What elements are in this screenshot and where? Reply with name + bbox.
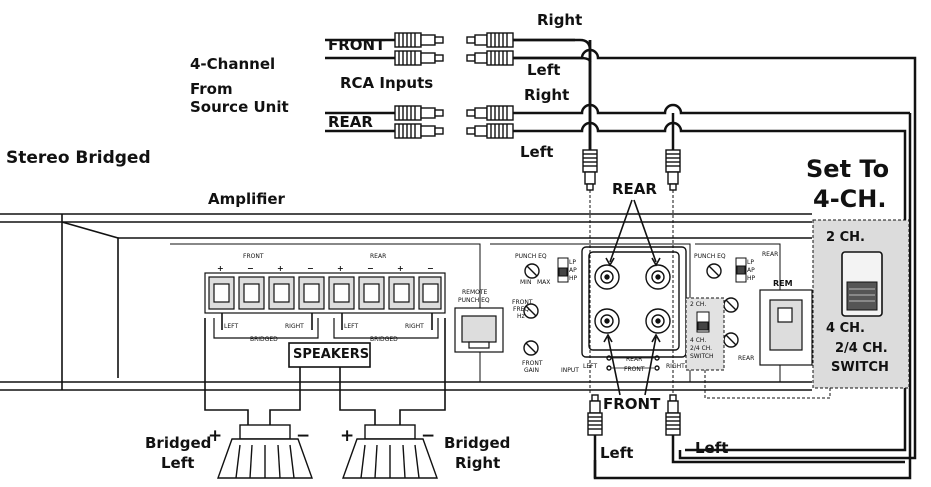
set-to-4ch-label: 4-CH. xyxy=(813,185,887,213)
rear-cable-label: REAR xyxy=(328,113,373,131)
terminal-sign: + xyxy=(337,264,344,273)
bridged-right-line2: Right xyxy=(455,454,501,472)
bridged2-label: BRIDGED xyxy=(370,336,398,343)
terminal-sign: + xyxy=(397,264,404,273)
rear-inputs-label: REAR xyxy=(612,180,657,198)
speaker-left-plus: + xyxy=(208,426,223,446)
speaker-right-minus: − xyxy=(421,426,436,446)
front-left-label: Left xyxy=(527,61,561,79)
rear-arrows xyxy=(603,199,661,396)
mode-label: Stereo Bridged xyxy=(6,148,151,168)
remote-label: REMOTE xyxy=(462,289,488,296)
zoom-24ch-label: 2/4 CH. xyxy=(835,341,888,356)
dashed-guides xyxy=(589,190,831,399)
terminal-sign: + xyxy=(217,264,224,273)
remote-punch-eq-label: PUNCH EQ xyxy=(458,297,490,304)
hp-label-2: HP xyxy=(747,275,756,282)
terminal-sign: − xyxy=(247,264,254,273)
speakers-label: SPEAKERS xyxy=(293,347,370,362)
amplifier-body xyxy=(0,213,812,391)
terminal-sign: − xyxy=(427,264,434,273)
source-from: From xyxy=(190,80,233,98)
input-left-label: LEFT xyxy=(583,363,597,370)
rear-freq-label: REAR xyxy=(762,251,778,258)
small-24ch-label: 2/4 CH. xyxy=(690,345,712,352)
min-label: MIN xyxy=(520,279,531,286)
small-4ch-label: 4 CH. xyxy=(690,337,706,344)
bridged-right-label: RIGHT xyxy=(285,323,304,330)
speaker-terminal-block xyxy=(204,272,446,339)
front-freq-label: FRONT xyxy=(512,299,533,306)
punch-eq-label-2: PUNCH EQ xyxy=(694,253,726,260)
front-inputs-label: FRONT xyxy=(603,395,661,413)
amplifier-label: Amplifier xyxy=(208,190,285,208)
rem-label: REM xyxy=(773,279,793,288)
zoom-switch-label: SWITCH xyxy=(831,360,889,375)
terminal-front-label: FRONT xyxy=(243,253,264,260)
speaker-left-minus: − xyxy=(296,426,311,446)
rear-right-label: Right xyxy=(524,86,570,104)
zoom-2ch-label: 2 CH. xyxy=(826,230,865,245)
hz-label: Hz xyxy=(517,313,525,320)
speaker-right-plus: + xyxy=(340,426,355,446)
front-gain-label: FRONT xyxy=(522,360,543,367)
terminal-rear-label: REAR xyxy=(370,253,386,260)
max-label: MAX xyxy=(537,279,550,286)
zoom-4ch-label: 4 CH. xyxy=(826,321,865,336)
bridged-left2-label: LEFT xyxy=(344,323,358,330)
input-rear-small: REAR xyxy=(626,356,642,363)
hp-label: HP xyxy=(569,275,578,282)
punch-eq-label: PUNCH EQ xyxy=(515,253,547,260)
terminal-sign: + xyxy=(277,264,284,273)
rear-input-plugs xyxy=(582,149,681,436)
set-to-label: Set To xyxy=(806,155,890,183)
bridged-left-label: LEFT xyxy=(224,323,238,330)
ap-label: AP xyxy=(569,267,577,274)
small-switch-label: SWITCH xyxy=(690,353,714,360)
switch-zoom-panel xyxy=(812,219,910,389)
input-right-label: RIGHT xyxy=(666,363,685,370)
bridged-label: BRIDGED xyxy=(250,336,278,343)
rear-gain-label: REAR xyxy=(738,355,754,362)
speaker-wires xyxy=(204,313,446,425)
source-unit: Source Unit xyxy=(190,98,289,116)
front-right-label: Right xyxy=(537,11,583,29)
bridged-right-line1: Bridged xyxy=(444,434,511,452)
lp-label: LP xyxy=(569,259,576,266)
terminal-signs: + − + − + − + − xyxy=(217,264,434,273)
rca-input-panel xyxy=(581,246,687,371)
bottom-left-label-2: Left xyxy=(695,439,729,457)
bottom-left-label: Left xyxy=(600,444,634,462)
terminal-sign: − xyxy=(367,264,374,273)
rear-left-label: Left xyxy=(520,143,554,161)
speaker-right xyxy=(342,424,438,479)
rca-source-cables xyxy=(325,38,395,133)
terminal-sign: − xyxy=(307,264,314,273)
input-label: INPUT xyxy=(561,367,579,374)
lp-label-2: LP xyxy=(747,259,754,266)
front-cable-label: FRONT xyxy=(328,36,386,54)
small-2ch-label: 2 CH. xyxy=(690,301,706,308)
gain-label: GAIN xyxy=(524,367,539,374)
input-front-small: FRONT xyxy=(624,366,645,373)
freq-label: FREQ. xyxy=(513,306,531,313)
rem-terminal xyxy=(759,289,813,366)
rca-inputs-label: RCA Inputs xyxy=(340,74,434,92)
source-title: 4-Channel xyxy=(190,55,276,73)
bridged-right2-label: RIGHT xyxy=(405,323,424,330)
bridged-left-line1: Bridged xyxy=(145,434,212,452)
knobs xyxy=(523,263,739,356)
speaker-left xyxy=(217,424,313,479)
rca-plugs xyxy=(394,32,514,139)
ap-label-2: AP xyxy=(747,267,755,274)
bridged-left-line2: Left xyxy=(161,454,195,472)
remote-punch-eq-port xyxy=(454,307,504,353)
